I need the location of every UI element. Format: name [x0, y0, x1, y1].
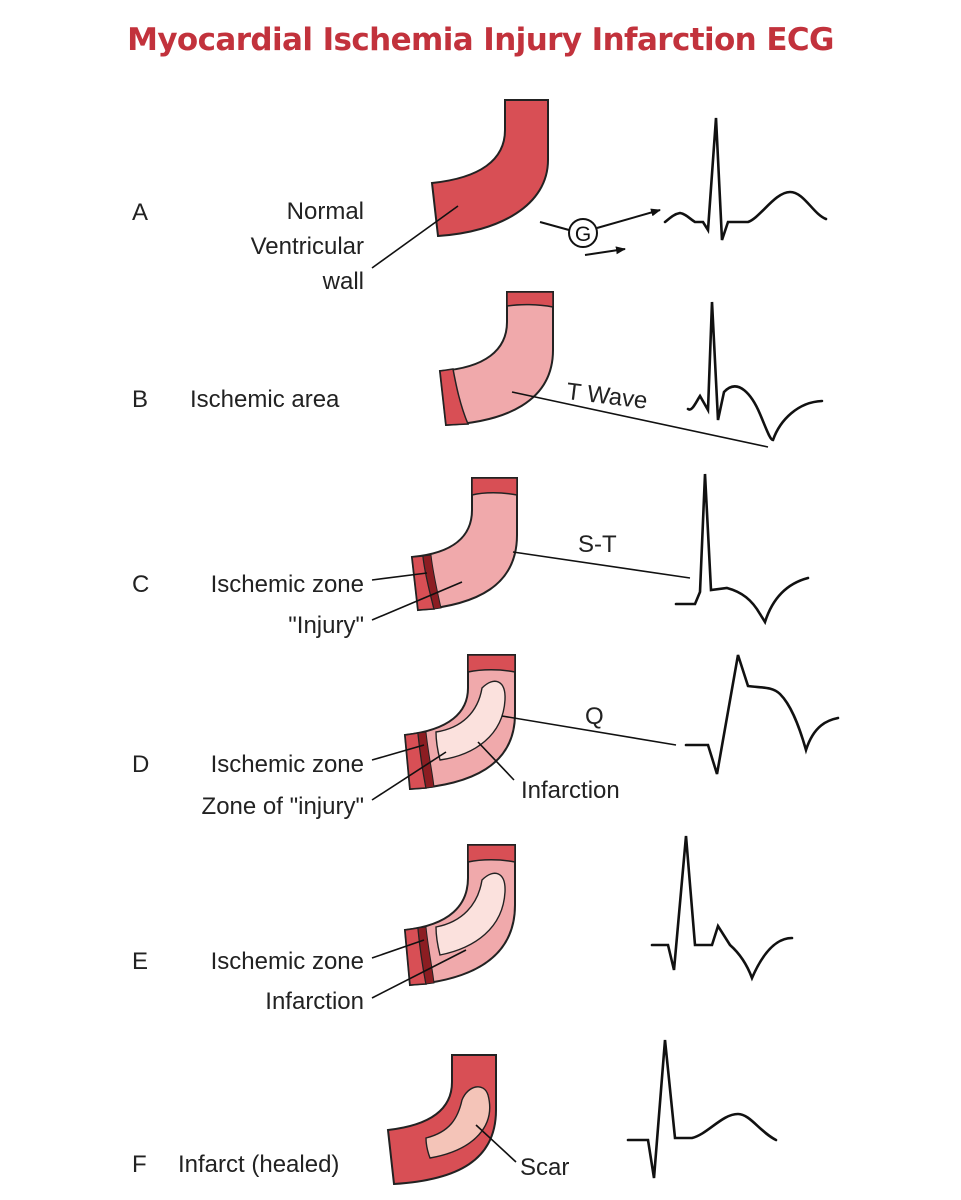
- row-a-label-normal: Normal: [286, 198, 364, 225]
- ventricular-wall-healed-scar: [386, 1054, 497, 1186]
- row-e-letter: E: [132, 948, 149, 975]
- electrode-g-icon: G: [568, 218, 598, 248]
- row-c-label-ischemic-zone: Ischemic zone: [210, 571, 364, 598]
- row-f-scar-callout: Scar: [520, 1154, 570, 1181]
- row-c-letter: C: [132, 571, 150, 598]
- row-e-ischemic-leader: [371, 939, 425, 959]
- ecg-trace-ischemic: [686, 301, 824, 442]
- row-d-label-zone-of-injury: Zone of "injury": [201, 793, 364, 820]
- ventricular-wall-injury: [410, 477, 518, 612]
- electrode-lead-line: [539, 221, 570, 231]
- row-f-letter: F: [132, 1151, 147, 1178]
- ventricular-wall-evolving-infarction: [403, 844, 516, 987]
- q-annotation: Q: [585, 703, 604, 730]
- row-a-label-ventricular: Ventricular: [250, 233, 364, 260]
- row-d-ischemic-leader: [371, 744, 425, 761]
- row-e-label-infarction: Infarction: [265, 988, 364, 1015]
- ecg-trace-infarction: [684, 654, 840, 775]
- row-d-infarction-leader: [477, 741, 515, 781]
- diagram-title: Myocardial Ischemia Injury Infarction EC…: [127, 22, 834, 58]
- row-a-letter: A: [132, 199, 149, 226]
- row-d-injury-leader: [371, 751, 447, 801]
- t-wave-pointer-line: [511, 391, 769, 448]
- row-d-infarction-callout: Infarction: [521, 777, 620, 804]
- row-c-ischemic-leader: [371, 572, 428, 581]
- row-e-label-ischemic-zone: Ischemic zone: [210, 948, 364, 975]
- row-f-label-infarct-healed: Infarct (healed): [178, 1151, 340, 1178]
- row-c-label-injury: "Injury": [288, 612, 364, 639]
- vector-arrow-lower: [584, 246, 626, 256]
- row-b-letter: B: [132, 386, 149, 413]
- st-pointer-line: [512, 551, 691, 579]
- row-b-label-ischemic-area: Ischemic area: [190, 386, 340, 413]
- ventricular-wall-normal: [430, 99, 549, 238]
- row-d-label-ischemic-zone: Ischemic zone: [210, 751, 364, 778]
- row-e-infarction-leader: [371, 949, 467, 999]
- row-d-letter: D: [132, 751, 150, 778]
- row-c-injury-leader: [371, 581, 463, 621]
- row-f-scar-leader: [475, 1124, 517, 1163]
- electrode-g-label: G: [575, 223, 591, 246]
- vector-arrow-upper: [596, 208, 661, 229]
- q-pointer-line: [501, 715, 677, 746]
- ecg-trace-injury: [674, 473, 810, 626]
- row-a-label-wall: wall: [322, 268, 364, 295]
- ecg-trace-normal: [663, 117, 828, 241]
- st-annotation: S-T: [578, 531, 617, 558]
- ventricular-wall-infarction: [403, 654, 516, 791]
- row-a-leader-line: [371, 205, 459, 269]
- ventricular-wall-ischemic: [438, 291, 554, 427]
- ecg-trace-evolving: [650, 835, 794, 982]
- ecg-trace-healed: [626, 1039, 778, 1179]
